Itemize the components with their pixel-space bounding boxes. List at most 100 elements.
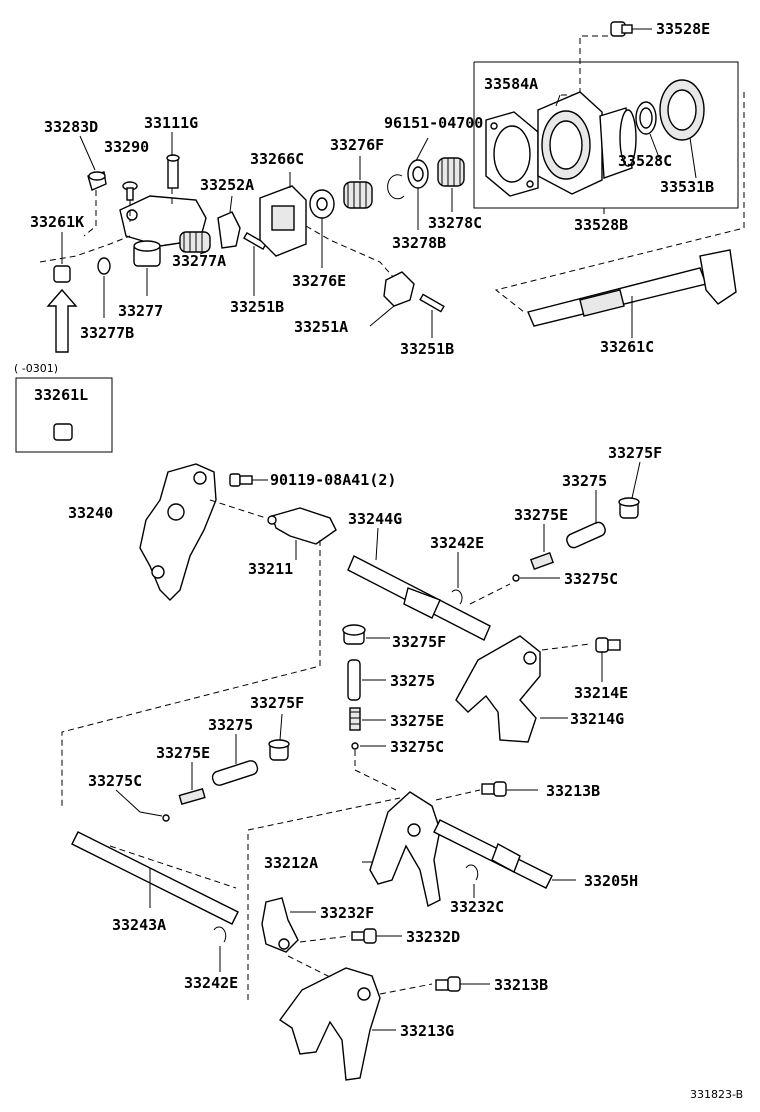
retainer-housing bbox=[537, 91, 637, 195]
bolt-33213b-upper bbox=[481, 781, 538, 797]
label-33214g: 33214G bbox=[570, 710, 624, 728]
part-33211 bbox=[267, 507, 337, 560]
label-33266c: 33266C bbox=[250, 150, 304, 168]
label-33251a: 33251A bbox=[294, 318, 348, 336]
label-33275c-upper: 33275C bbox=[564, 570, 618, 588]
part-33252a bbox=[217, 195, 241, 249]
label-33277b: 33277B bbox=[80, 324, 134, 342]
bearing-33531b bbox=[659, 79, 705, 179]
label-33212a: 33212A bbox=[264, 854, 318, 872]
spring-33275e-lower bbox=[178, 762, 206, 805]
spring-33275e-middle bbox=[349, 707, 386, 731]
shaft-33243a bbox=[71, 831, 239, 925]
fork-33212a bbox=[362, 791, 441, 908]
fork-33213g bbox=[279, 967, 396, 1081]
pin-33275-upper bbox=[566, 490, 606, 549]
clip-33242e-upper bbox=[451, 552, 463, 605]
label-33276e: 33276E bbox=[292, 272, 346, 290]
label-33275e-upper: 33275E bbox=[514, 506, 568, 524]
label-33275e-middle: 33275E bbox=[390, 712, 444, 730]
label-33528b: 33528B bbox=[574, 216, 628, 234]
bolt-33213b-lower bbox=[435, 976, 490, 992]
label-33528c: 33528C bbox=[618, 152, 672, 170]
label-33213g: 33213G bbox=[400, 1022, 454, 1040]
label-96151-04700: 96151-04700 bbox=[384, 114, 483, 132]
pin-33275-lower bbox=[211, 734, 259, 786]
clip-33232c bbox=[465, 864, 479, 898]
label-33276f: 33276F bbox=[330, 136, 384, 154]
label-33277a: 33277A bbox=[172, 252, 226, 270]
label-33244g: 33244G bbox=[348, 510, 402, 528]
part-33251a bbox=[369, 271, 415, 327]
label-33251b-left: 33251B bbox=[230, 298, 284, 316]
label-33278b: 33278B bbox=[392, 234, 446, 252]
pin-33251b-left bbox=[243, 231, 267, 296]
bracket-box-33528b bbox=[473, 61, 739, 214]
ball-33275c-lower bbox=[162, 814, 170, 822]
figure-reference: 331823-B bbox=[690, 1088, 743, 1101]
plug-33275f-lower bbox=[268, 713, 290, 761]
washer-33277b bbox=[97, 257, 111, 318]
bolt-33290 bbox=[122, 181, 138, 201]
label-33232c: 33232C bbox=[450, 898, 504, 916]
shaft-33205h bbox=[433, 819, 576, 889]
label-33232f: 33232F bbox=[320, 904, 374, 922]
spring-33277a bbox=[179, 231, 211, 255]
label-33275f-upper: 33275F bbox=[608, 444, 662, 462]
label-33261k: 33261K bbox=[30, 213, 84, 231]
label-33275e-lower: 33275E bbox=[156, 744, 210, 762]
ball-33275c-middle bbox=[351, 742, 359, 750]
label-33111g: 33111G bbox=[144, 114, 198, 132]
fork-33214g bbox=[455, 635, 568, 743]
lever-33240 bbox=[139, 463, 217, 601]
part-labels: 33528E 33584A 33283D 33111G 96151-04700 … bbox=[30, 20, 714, 1040]
plug-33283d bbox=[87, 171, 107, 191]
label-33283d: 33283D bbox=[44, 118, 98, 136]
label-33240: 33240 bbox=[68, 504, 113, 522]
label-33275f-middle: 33275F bbox=[392, 633, 446, 651]
label-33232d: 33232D bbox=[406, 928, 460, 946]
label-33275-lower: 33275 bbox=[208, 716, 253, 734]
pin-33251b-right bbox=[419, 293, 445, 338]
label-33213b-lower: 33213B bbox=[494, 976, 548, 994]
spring-33278c bbox=[437, 157, 465, 212]
seal-33528c bbox=[635, 101, 661, 161]
label-33251b-right: 33251B bbox=[400, 340, 454, 358]
pin-33275-middle bbox=[347, 659, 386, 701]
date-note: ( -0301) bbox=[14, 362, 58, 375]
part-33232f bbox=[261, 897, 316, 953]
block-33266c bbox=[259, 172, 307, 257]
part-33278b bbox=[407, 159, 429, 230]
label-33275-middle: 33275 bbox=[390, 672, 435, 690]
label-90119: 90119-08A41(2) bbox=[270, 471, 396, 489]
plug-33275f-middle bbox=[342, 624, 390, 645]
plug-33275f-upper bbox=[618, 461, 641, 519]
label-33275f-lower: 33275F bbox=[250, 694, 304, 712]
label-33211: 33211 bbox=[248, 560, 293, 578]
label-33252a: 33252A bbox=[200, 176, 254, 194]
label-33205h: 33205H bbox=[584, 872, 638, 890]
label-33275c-middle: 33275C bbox=[390, 738, 444, 756]
label-33278c: 33278C bbox=[428, 214, 482, 232]
clip-33242e-lower bbox=[213, 926, 227, 972]
alt-part-box-33261l bbox=[15, 377, 113, 453]
bolt-33232d bbox=[351, 928, 402, 944]
label-33275c-lower: 33275C bbox=[88, 772, 142, 790]
label-33242e-upper: 33242E bbox=[430, 534, 484, 552]
arrow-up-icon bbox=[46, 288, 78, 353]
label-33277: 33277 bbox=[118, 302, 163, 320]
label-33531b: 33531B bbox=[660, 178, 714, 196]
spring-33276f bbox=[343, 156, 373, 209]
pin-33111g bbox=[166, 154, 180, 189]
cap-33276e bbox=[309, 189, 335, 268]
label-33261l: 33261L bbox=[34, 386, 88, 404]
bushing-33261k bbox=[53, 265, 71, 283]
label-33243a: 33243A bbox=[112, 916, 166, 934]
label-33528e: 33528E bbox=[656, 20, 710, 38]
label-33214e: 33214E bbox=[574, 684, 628, 702]
gasket-33584a bbox=[485, 111, 539, 197]
label-33213b-upper: 33213B bbox=[546, 782, 600, 800]
label-33275-upper: 33275 bbox=[562, 472, 607, 490]
shaft-33261c bbox=[527, 249, 737, 338]
